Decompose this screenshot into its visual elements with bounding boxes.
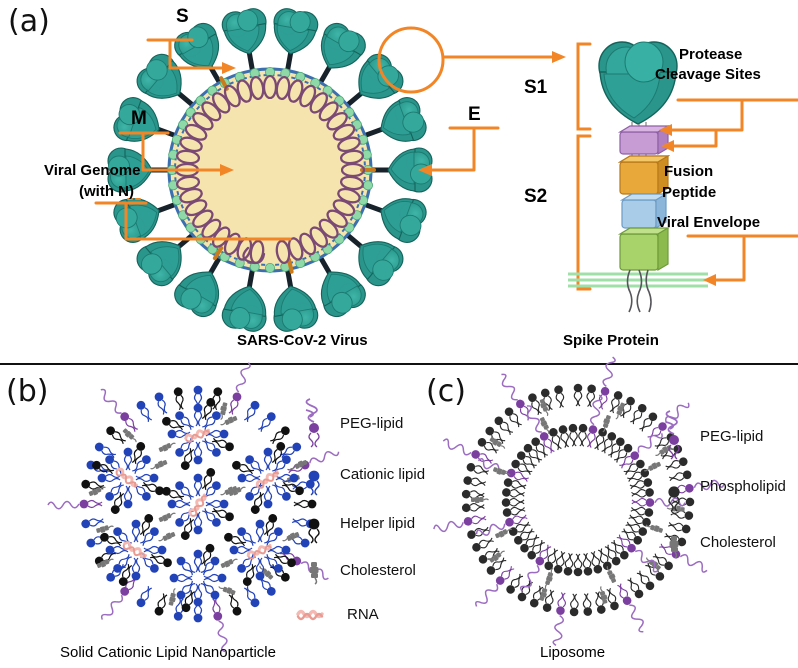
cationic-lipid-icon [308, 470, 320, 496]
sars-cov-2-virus-illustration [94, 6, 566, 334]
label-protease-line1: Protease [679, 46, 743, 63]
viral-envelope-membrane [568, 272, 708, 288]
label-viral-envelope: Viral Envelope [657, 214, 761, 231]
s2-bracket [576, 134, 592, 291]
s-leader [168, 38, 224, 70]
panel-b-legend-icons [296, 398, 324, 621]
label-m: M [131, 108, 147, 129]
e-leader [430, 126, 476, 172]
label-fusion-line1: Fusion [664, 163, 714, 180]
legend-item-cationic-lipid: Cationic lipid [340, 466, 426, 483]
virion-lumen [199, 99, 341, 241]
panel-c-legend-icons [665, 410, 680, 559]
spike-highlight-circle [377, 26, 445, 94]
spike-callout-arrow [443, 51, 566, 63]
annotation-leaders-left [94, 38, 500, 241]
viral-genome-leader [124, 201, 292, 241]
label-viral-genome-line1: Viral Genome [44, 162, 141, 179]
caption-sars-cov-2-virus: SARS-CoV-2 Virus [237, 332, 368, 349]
s2-segment-heptad-repeat [619, 192, 669, 230]
panel-a: (a) [8, 4, 798, 349]
label-s2: S2 [524, 186, 548, 207]
legend-item-phospholipid: Phospholipid [700, 478, 786, 495]
label-viral-genome-line2: (with N) [79, 183, 134, 200]
viral-envelope-leader [714, 234, 746, 282]
panel-c-letter: (c) [426, 374, 466, 409]
label-s: S [176, 6, 189, 27]
s1-bracket [576, 42, 592, 131]
rna-icon [296, 609, 324, 621]
s1-s2-brackets [576, 42, 592, 291]
s1-head-domain [598, 41, 678, 125]
legend-item-peg-lipid: PEG-lipid [340, 415, 404, 432]
panel-divider [0, 363, 798, 365]
m-leader [141, 131, 222, 172]
cholesterol-icon [669, 536, 679, 559]
spike-annotation-leaders [659, 98, 798, 286]
cholesterol-icon [309, 562, 319, 585]
legend-item-rna: RNA [347, 606, 379, 623]
label-protease-line2: Cleavage Sites [655, 66, 761, 83]
panel-b: (b) [0, 360, 425, 668]
panel-a-letter: (a) [8, 4, 50, 39]
caption-solid-cationic-lipid-nanoparticle: Solid Cationic Lipid Nanoparticle [60, 644, 276, 661]
protease-leader-2 [672, 128, 718, 148]
s2-domain-segments [617, 124, 671, 272]
legend-item-cholesterol: Cholesterol [700, 534, 776, 551]
peg-lipid-icon [665, 410, 680, 460]
panel-b-letter: (b) [6, 374, 49, 409]
caption-spike-protein: Spike Protein [563, 332, 659, 349]
label-e: E [468, 104, 481, 125]
protease-leader-1 [670, 98, 744, 132]
legend-item-helper-lipid: Helper lipid [340, 515, 416, 532]
transmembrane-tails [626, 269, 652, 313]
panel-c: (c) [418, 355, 798, 668]
legend-item-cholesterol: Cholesterol [340, 562, 416, 579]
label-s1: S1 [524, 77, 548, 98]
s2-segment-transmembrane [617, 226, 671, 272]
spike-protein-diagram [568, 41, 798, 313]
s2-segment-fusion-peptide [617, 154, 671, 196]
legend-item-peg-lipid: PEG-lipid [700, 428, 764, 445]
label-fusion-line2: Peptide [662, 184, 717, 201]
lnp-inverted-micelles [87, 396, 309, 614]
peg-lipid-icon [305, 398, 320, 448]
caption-liposome: Liposome [540, 644, 606, 661]
phospholipid-icon [668, 486, 680, 512]
helper-lipid-icon [308, 518, 320, 544]
